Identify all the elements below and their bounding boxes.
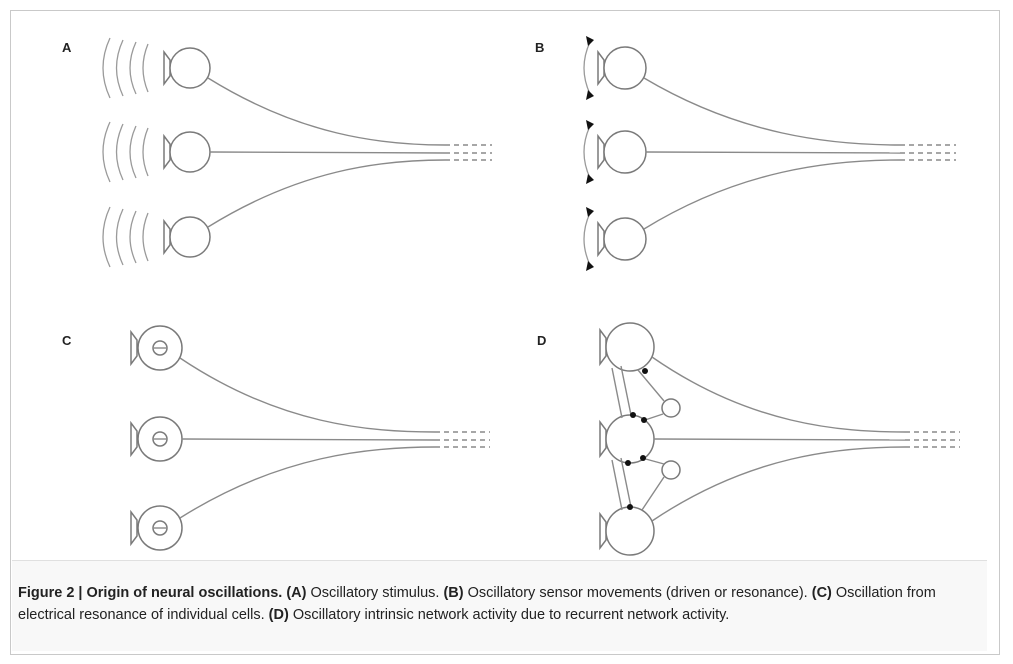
caption-box: [12, 560, 987, 651]
axon-lines: [651, 356, 960, 522]
axon-lines: [207, 77, 492, 228]
panel-d-label: D: [537, 333, 546, 348]
panel-c: C: [62, 325, 490, 551]
caption-d-text: Oscillatory intrinsic network activity d…: [292, 607, 730, 623]
network-neurons: [599, 322, 681, 556]
axon-lines: [179, 357, 490, 519]
caption-title: Figure 2 | Origin of neural oscillations…: [18, 585, 283, 601]
stimulus-waves-icon: [102, 37, 149, 268]
caption-c-text: Oscillation from electrical resonance of…: [18, 585, 936, 623]
caption-a-label: (A): [286, 585, 307, 601]
caption-b-label: (B): [443, 585, 464, 601]
recurrent-connections: [611, 365, 665, 511]
panel-a-label: A: [62, 40, 72, 55]
sensor-neurons: [597, 46, 647, 261]
panel-b: B: [535, 36, 956, 271]
figure-caption: Figure 2 | Origin of neural oscillations…: [18, 582, 978, 626]
panel-a: A: [62, 37, 492, 268]
caption-b-text: Oscillatory sensor movements (driven or …: [467, 585, 808, 601]
panel-b-label: B: [535, 40, 544, 55]
resonant-neurons: [130, 325, 183, 551]
caption-a-text: Oscillatory stimulus.: [310, 585, 440, 601]
sensor-neurons: [163, 47, 211, 258]
figure-illustration: A B: [62, 36, 960, 556]
caption-c-label: (C): [811, 585, 832, 601]
panel-d: D: [537, 322, 960, 556]
caption-d-label: (D): [268, 607, 289, 623]
panel-c-label: C: [62, 333, 72, 348]
oscillating-arrows-icon: [583, 36, 594, 271]
axon-lines: [643, 77, 956, 230]
